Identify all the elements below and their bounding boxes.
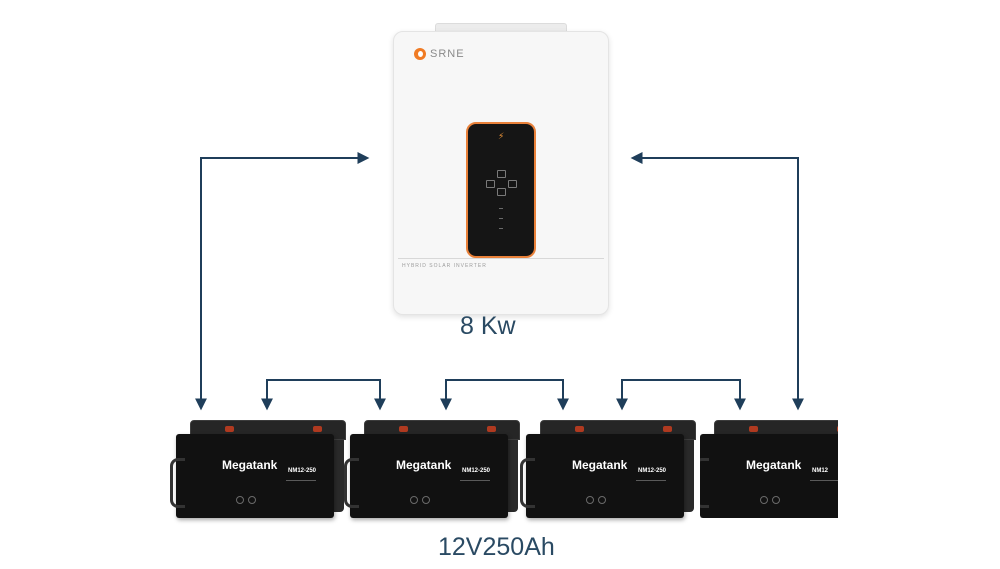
battery-terminal-icon (487, 426, 496, 432)
warning-icon (248, 496, 256, 504)
battery-model: NM12 (812, 468, 829, 474)
wire-link-battery-1-2 (261, 379, 386, 411)
battery-handle (170, 458, 185, 508)
warning-icon (598, 496, 606, 504)
battery-handle (700, 458, 709, 508)
inverter-product-label: HYBRID SOLAR INVERTER (402, 263, 487, 269)
warning-icon (772, 496, 780, 504)
lightning-icon: ⚡ (498, 132, 505, 142)
panel-button-icon (497, 170, 506, 178)
battery-terminal-icon (399, 426, 408, 432)
battery-brand: Megatank (222, 458, 278, 472)
panel-button-icon (497, 188, 506, 196)
battery-rating-label: 12V250Ah (438, 533, 555, 561)
battery-handle (344, 458, 359, 508)
panel-indicator (499, 208, 503, 209)
battery-4: Megatank NM12 (700, 420, 838, 518)
battery-brand: Megatank (572, 458, 628, 472)
battery-terminal-icon (663, 426, 672, 432)
inverter-control-panel: ⚡ (466, 122, 536, 258)
recycle-icon (236, 496, 244, 504)
panel-indicator (499, 218, 503, 219)
wire-inverter-to-battery-4 (630, 152, 804, 411)
battery-brand: Megatank (746, 458, 802, 472)
battery-front: Megatank NM12-250 (170, 434, 334, 518)
battery-spec-line (636, 480, 666, 481)
battery-side (506, 424, 518, 512)
recycle-icon (586, 496, 594, 504)
battery-terminal-icon (313, 426, 322, 432)
battery-terminal-icon (225, 426, 234, 432)
battery-front: Megatank NM12-250 (344, 434, 508, 518)
inverter-power-label: 8 Kw (460, 312, 516, 340)
inverter-logo: SRNE (414, 48, 465, 60)
recycle-icon (760, 496, 768, 504)
battery-front: Megatank NM12 (700, 434, 838, 518)
battery-spec-line (286, 480, 316, 481)
battery-terminal-icon (837, 426, 838, 432)
recycle-icon (410, 496, 418, 504)
panel-button-icon (486, 180, 495, 188)
battery-spec-line (810, 480, 838, 481)
battery-spec-line (460, 480, 490, 481)
battery-terminal-icon (575, 426, 584, 432)
wire-inverter-to-battery-1 (195, 152, 370, 411)
panel-button-icon (508, 180, 517, 188)
battery-front: Megatank NM12-250 (520, 434, 684, 518)
inverter-body: SRNE ⚡ HYBRID SOLAR INVERTER (393, 31, 609, 315)
battery-side (332, 424, 344, 512)
battery-side (682, 424, 694, 512)
inverter-divider (398, 258, 604, 259)
wire-link-battery-2-3 (440, 379, 569, 411)
srne-logo-icon (414, 48, 426, 60)
battery-handle (520, 458, 535, 508)
battery-model: NM12-250 (462, 468, 491, 474)
inverter-brand: SRNE (430, 48, 465, 60)
wire-link-battery-3-4 (616, 379, 746, 411)
battery-3: Megatank NM12-250 (520, 420, 696, 518)
panel-indicator (499, 228, 503, 229)
warning-icon (422, 496, 430, 504)
battery-2: Megatank NM12-250 (344, 420, 520, 518)
inverter-unit: SRNE ⚡ HYBRID SOLAR INVERTER (393, 23, 609, 315)
battery-model: NM12-250 (288, 468, 317, 474)
battery-terminal-icon (749, 426, 758, 432)
battery-brand: Megatank (396, 458, 452, 472)
battery-model: NM12-250 (638, 468, 667, 474)
battery-1: Megatank NM12-250 (170, 420, 346, 518)
